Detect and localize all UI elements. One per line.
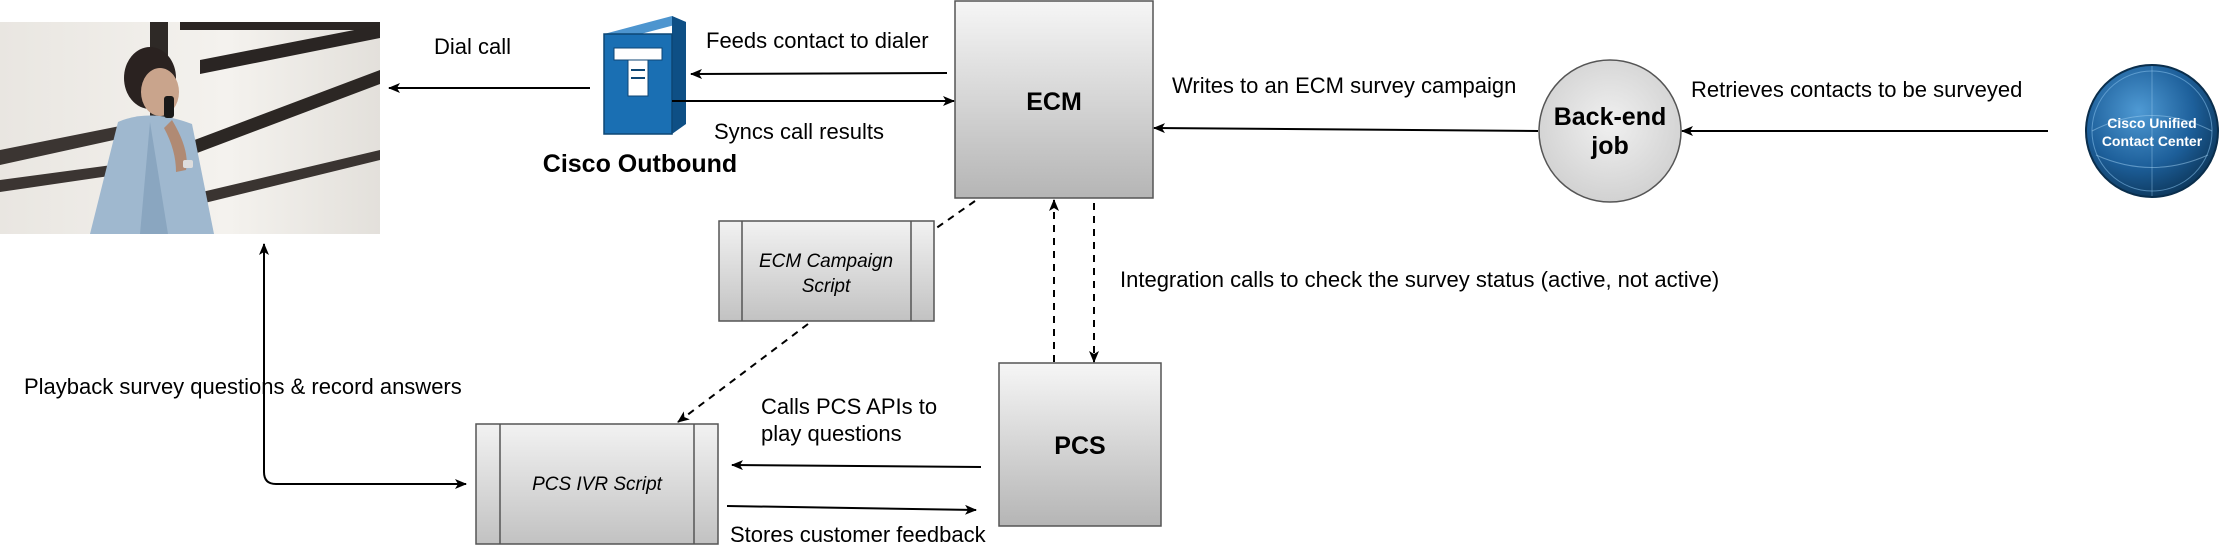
pcs-label: PCS	[1054, 432, 1105, 460]
label-integration-calls: Integration calls to check the survey st…	[1120, 267, 1719, 292]
edge-stores-feedback	[726, 504, 977, 515]
ecm-label: ECM	[1026, 88, 1082, 116]
customer-photo	[0, 22, 380, 234]
edge-ecm-to-campaign-script	[934, 200, 976, 230]
edge-calls-pcs-apis	[731, 460, 982, 471]
cisco-outbound-server-icon	[603, 16, 686, 135]
pcs-ivr-script-box[interactable]	[475, 423, 719, 545]
pcs-ivr-script-label: PCS IVR Script	[532, 474, 663, 495]
cucc-globe-logo: Cisco Unified Contact Center	[2085, 64, 2219, 198]
label-retrieves-contacts: Retrieves contacts to be surveyed	[1691, 77, 2022, 102]
ecm-campaign-script-line2: Script	[802, 276, 851, 297]
edge-campaign-script-to-ivr	[677, 323, 809, 423]
label-syncs-results: Syncs call results	[714, 119, 884, 144]
backend-job-label-line2: job	[1590, 132, 1629, 160]
cisco-outbound-label: Cisco Outbound	[543, 150, 737, 178]
backend-job-label-line1: Back-end	[1554, 103, 1667, 131]
ecm-campaign-script-box[interactable]	[718, 220, 935, 322]
label-writes-survey: Writes to an ECM survey campaign	[1172, 73, 1516, 98]
edge-feeds-contact	[690, 68, 948, 79]
label-feeds-contact: Feeds contact to dialer	[706, 28, 929, 53]
ecm-box[interactable]	[954, 0, 1154, 199]
label-dial-call: Dial call	[434, 34, 511, 59]
label-calls-pcs-line2: play questions	[761, 421, 902, 446]
label-playback: Playback survey questions & record answe…	[24, 374, 462, 399]
edge-playback-to-ivr	[263, 248, 467, 489]
edge-writes-survey	[1153, 123, 1539, 134]
pcs-box[interactable]	[998, 362, 1162, 527]
person-on-phone-icon	[90, 47, 214, 234]
label-stores-feedback: Stores customer feedback	[730, 522, 987, 547]
cucc-logo-line1: Cisco Unified	[2107, 115, 2196, 131]
backend-job-node[interactable]	[1538, 59, 1682, 203]
cucc-logo-line2: Contact Center	[2102, 133, 2203, 149]
label-calls-pcs-line1: Calls PCS APIs to	[761, 394, 937, 419]
ecm-campaign-script-line1: ECM Campaign	[759, 251, 893, 272]
